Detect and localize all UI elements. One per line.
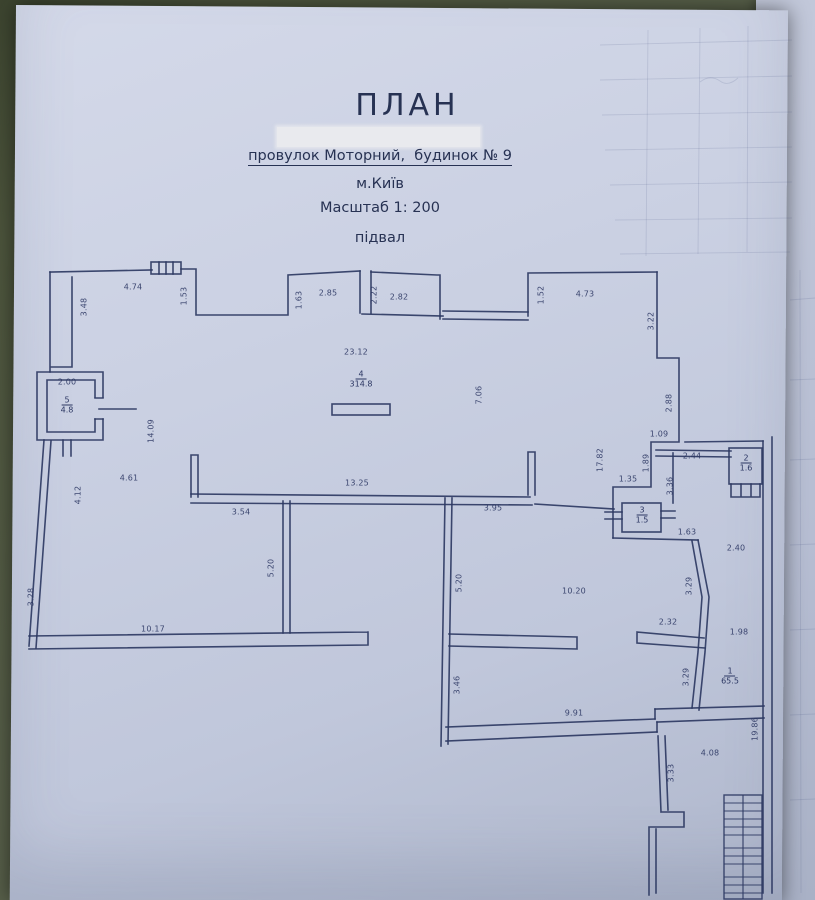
wall [158,261,174,275]
wall [46,379,96,433]
level-line: підвал [354,230,406,246]
plan-title: ПЛАН [355,88,460,123]
wall [49,271,73,373]
wall [190,454,199,498]
wall [534,503,615,510]
wall [28,439,52,649]
wall [190,493,533,506]
wall [370,271,441,320]
wall [180,268,361,316]
wall [282,500,291,634]
wall [762,436,773,894]
show-through-line [604,146,793,151]
show-through-line [789,378,815,381]
show-through-line [609,181,793,186]
wall [36,371,104,441]
show-through-line [789,713,815,716]
show-through-line [789,798,815,801]
wall [654,705,765,723]
wall [445,718,658,742]
window-hatch [150,261,182,275]
show-through-line [789,458,815,461]
show-through-line [619,251,791,255]
address-line: провулок Моторний, будинок № 9 [60,148,700,166]
show-through-line [799,269,802,894]
address-text: провулок Моторний, будинок № 9 [248,148,512,166]
wall [49,269,153,273]
wall [361,313,444,317]
wall [612,537,699,541]
wall [448,633,578,650]
wall [62,439,72,457]
wall [604,510,676,520]
show-through-line [789,628,815,631]
wall [527,451,536,496]
wall [648,735,685,896]
show-through-line [697,27,701,255]
column [331,403,391,416]
wall [684,440,764,443]
redacted-area [277,127,480,147]
wall [730,483,761,498]
scale-line: Масштаб 1: 200 [320,200,440,216]
wall [654,708,658,733]
show-through-line [599,75,793,81]
wall [28,631,369,650]
show-through-line [601,111,793,116]
wall [691,539,710,711]
show-through-line [789,543,815,546]
wall [440,497,453,747]
room-3-box [621,502,662,533]
wall [636,631,706,649]
wall [359,270,372,314]
show-through-line [599,39,793,46]
show-through-line [746,25,749,253]
wall [94,397,137,420]
wall [612,271,680,539]
wall [442,310,529,321]
show-through-line [645,29,649,257]
wall [527,271,658,317]
show-through-line [614,217,793,221]
show-through-line [789,297,815,301]
wall [655,449,732,458]
city-line: м.Київ [356,176,404,192]
room-2-box [728,447,763,485]
show-through-line [699,77,739,84]
